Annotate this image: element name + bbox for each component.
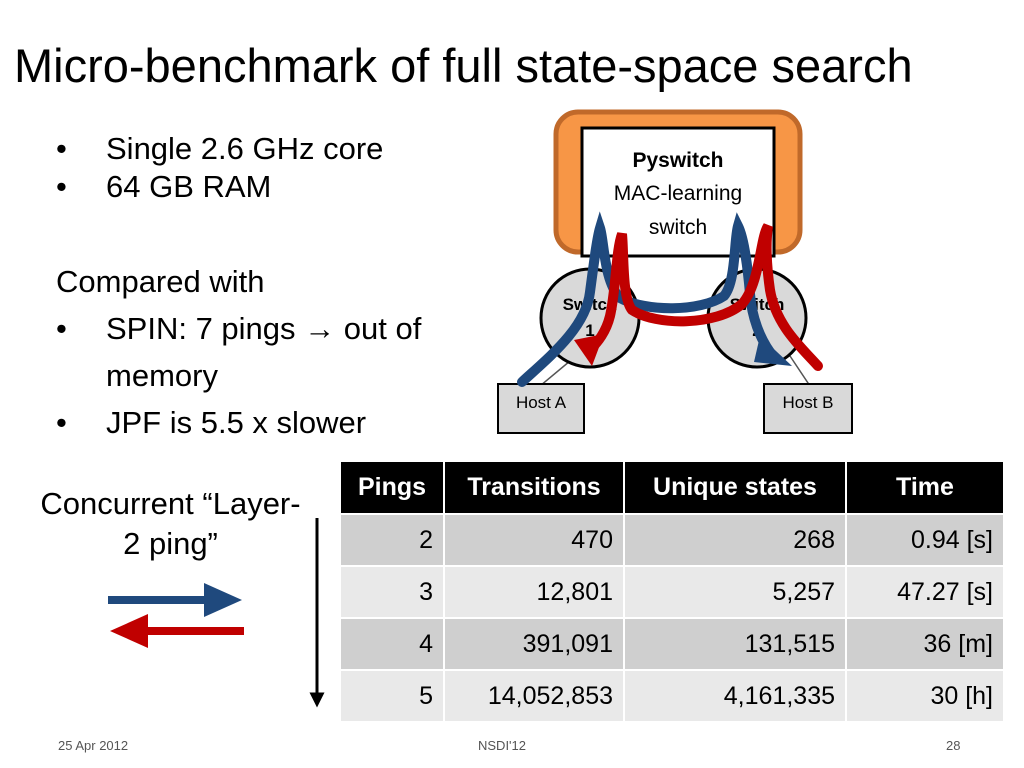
cell-transitions: 14,052,853 — [444, 669, 625, 721]
blue-arrowhead — [754, 336, 792, 366]
cell-unique-states: 4,161,335 — [624, 669, 847, 721]
bullet-ram: 64 GB RAM — [56, 168, 383, 206]
controller-box — [553, 109, 803, 255]
cell-transitions: 391,091 — [444, 617, 625, 670]
cell-pings: 2 — [341, 513, 445, 566]
cell-time: 47.27 [s] — [846, 565, 1003, 618]
red-ping-arrowhead — [110, 614, 148, 648]
controller-subtitle-line2: switch — [649, 216, 707, 239]
table-header-row: Pings Transitions Unique states Time — [341, 462, 1003, 514]
host-b-box — [763, 383, 853, 434]
cell-pings: 3 — [341, 565, 445, 618]
host-b-label: Host B — [782, 393, 833, 412]
switch1-label-line1: Switch — [563, 295, 618, 314]
header-unique-states: Unique states — [624, 462, 847, 514]
red-arrowhead — [574, 334, 604, 366]
table-row: 3 12,801 5,257 47.27 [s] — [341, 565, 1003, 618]
cell-time: 36 [m] — [846, 617, 1003, 670]
bullet-cpu: Single 2.6 GHz core — [56, 130, 383, 168]
controller-subtitle-line1: MAC-learning — [614, 182, 742, 205]
link-host-a-switch1 — [539, 355, 577, 387]
header-pings: Pings — [341, 462, 445, 514]
table-row: 5 14,052,853 4,161,335 30 [h] — [341, 669, 1003, 721]
slide-title: Micro-benchmark of full state-space sear… — [14, 39, 913, 92]
cell-transitions: 470 — [444, 513, 625, 566]
cell-unique-states: 131,515 — [624, 617, 847, 670]
benchmark-table: Pings Transitions Unique states Time 2 4… — [341, 462, 1003, 721]
cell-time: 30 [h] — [846, 669, 1003, 721]
cell-unique-states: 268 — [624, 513, 847, 566]
cell-unique-states: 5,257 — [624, 565, 847, 618]
concurrent-ping-label: Concurrent “Layer-2 ping” — [40, 486, 301, 561]
link-switch2-host-b — [789, 355, 811, 387]
header-time: Time — [846, 462, 1003, 514]
spec-bullet-list: Single 2.6 GHz core 64 GB RAM — [56, 130, 383, 206]
bullet-jpf: JPF is 5.5 x slower — [56, 399, 436, 446]
footer-venue: NSDI'12 — [478, 738, 527, 753]
cell-transitions: 12,801 — [444, 565, 625, 618]
switch2-label-line2: 2 — [752, 321, 761, 340]
cell-time: 0.94 [s] — [846, 513, 1003, 566]
blue-ping-arrowhead — [204, 583, 242, 617]
host-a-box — [497, 383, 585, 434]
cell-pings: 5 — [341, 669, 445, 721]
switch2-label-line1: Switch — [730, 295, 785, 314]
footer-date: 25 Apr 2012 — [58, 738, 129, 753]
pyswitch-panel — [580, 126, 776, 258]
host-a-label: Host A — [516, 393, 567, 412]
footer-page-number: 28 — [946, 738, 961, 753]
table-row: 4 391,091 131,515 36 [m] — [341, 617, 1003, 670]
cell-pings: 4 — [341, 617, 445, 670]
switch-2 — [706, 267, 808, 369]
controller-title: Pyswitch — [632, 149, 723, 172]
table-row: 2 470 268 0.94 [s] — [341, 513, 1003, 566]
blue-flow-path — [517, 211, 775, 387]
red-flow-path — [585, 223, 823, 371]
bullet-spin: SPIN: 7 pings → out of memory — [56, 305, 436, 399]
switch-1 — [539, 267, 641, 369]
comparison-block: Compared with SPIN: 7 pings → out of mem… — [56, 258, 436, 446]
compared-heading: Compared with — [56, 264, 265, 299]
header-transitions: Transitions — [444, 462, 625, 514]
switch1-label-line2: 1 — [585, 321, 594, 340]
